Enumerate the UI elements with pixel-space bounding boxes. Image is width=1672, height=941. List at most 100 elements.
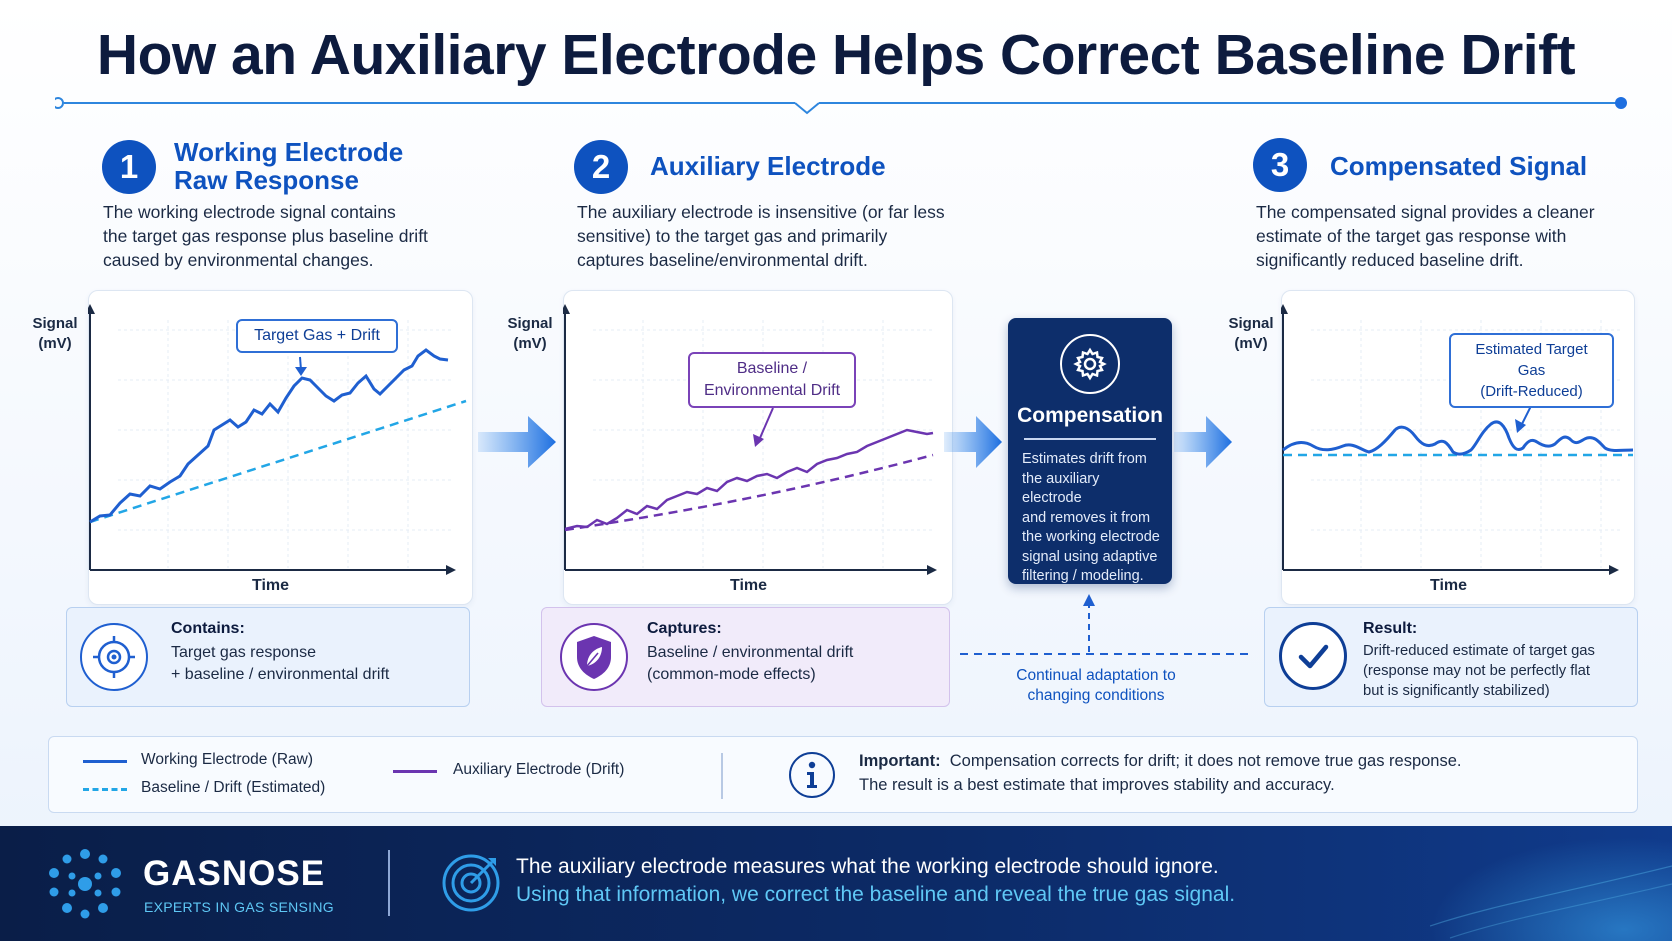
comp-line: the auxiliary electrode bbox=[1022, 470, 1100, 507]
working-electrode-signal bbox=[89, 348, 449, 524]
baseline-drift-line bbox=[89, 399, 467, 524]
y-label-line: Signal bbox=[1228, 315, 1274, 332]
footer-tagline-1: The auxiliary electrode measures what th… bbox=[516, 855, 1219, 878]
step-2-title: Auxiliary Electrode bbox=[650, 151, 886, 181]
y-label-line: Signal bbox=[32, 315, 78, 332]
callout-line: Baseline / bbox=[736, 360, 808, 377]
auxiliary-electrode-chart bbox=[563, 304, 937, 575]
chart-2-callout: Baseline / Environmental Drift bbox=[688, 352, 856, 408]
info-line: Baseline / environmental drift bbox=[647, 644, 854, 661]
y-axis-arrow bbox=[563, 304, 570, 314]
step-2-description: The auxiliary electrode is insensitive (… bbox=[577, 200, 997, 272]
footer-tagline-2: Using that information, we correct the b… bbox=[516, 883, 1236, 906]
adaptation-feedback-lines bbox=[960, 594, 1252, 655]
gear-icon bbox=[1060, 334, 1120, 394]
legend-item: Baseline / Drift (Estimated) bbox=[141, 779, 326, 796]
step-3-description: The compensated signal provides a cleane… bbox=[1256, 200, 1656, 272]
title-divider bbox=[55, 97, 1627, 115]
comp-line: the working electrode bbox=[1022, 529, 1160, 545]
working-electrode-chart bbox=[88, 304, 467, 575]
y-label-line: (mV) bbox=[513, 335, 547, 352]
decorative-wave bbox=[1430, 826, 1672, 941]
gasnose-logo-icon bbox=[49, 849, 121, 919]
flow-arrow-icon bbox=[944, 416, 1002, 468]
y-label-line: Signal bbox=[507, 315, 553, 332]
target-icon bbox=[80, 623, 148, 691]
page-title: How an Auxiliary Electrode Helps Correct… bbox=[96, 23, 1576, 87]
auxiliary-electrode-swatch bbox=[393, 770, 437, 773]
compensation-title: Compensation bbox=[1017, 404, 1163, 427]
comp-line: filtering / modeling. bbox=[1022, 568, 1144, 584]
step-1-number: 1 bbox=[102, 140, 156, 194]
chart-1-x-label: Time bbox=[252, 577, 290, 594]
info-text: Drift-reduced estimate of target gas (re… bbox=[1363, 641, 1595, 701]
flow-arrow-icon bbox=[1174, 416, 1232, 468]
callout-line: (Drift-Reduced) bbox=[1480, 383, 1583, 400]
x-axis-arrow bbox=[446, 565, 456, 575]
adaptation-label: Continual adaptation to changing conditi… bbox=[998, 666, 1194, 706]
compensation-description: Estimates drift from the auxiliary elect… bbox=[1022, 450, 1162, 587]
important-text: Compensation corrects for drift; it does… bbox=[949, 752, 1462, 770]
info-text: Baseline / environmental drift (common-m… bbox=[647, 642, 853, 686]
legend-panel: Working Electrode (Raw) Baseline / Drift… bbox=[48, 736, 1638, 813]
info-line: (response may not be perfectly flat bbox=[1363, 663, 1590, 679]
important-line-1: Important: Compensation corrects for dri… bbox=[859, 749, 1619, 773]
footer-banner: GASNOSE EXPERTS IN GAS SENSING The auxil… bbox=[0, 826, 1672, 941]
shield-leaf-icon bbox=[560, 623, 628, 691]
chart-3-callout: Estimated Target Gas (Drift-Reduced) bbox=[1449, 333, 1614, 408]
callout-line: Environmental Drift bbox=[703, 382, 841, 399]
desc-line: the target gas response plus baseline dr… bbox=[103, 226, 428, 246]
info-line: Drift-reduced estimate of target gas bbox=[1363, 643, 1595, 659]
chart-2-x-label: Time bbox=[730, 577, 768, 594]
compensation-panel: Compensation Estimates drift from the au… bbox=[1008, 318, 1172, 584]
desc-line: caused by environmental changes. bbox=[103, 250, 374, 270]
footer-divider bbox=[388, 850, 390, 916]
y-axis-arrow bbox=[88, 304, 95, 314]
adapt-line: Continual adaptation to bbox=[1016, 667, 1176, 684]
compensated-signal-chart bbox=[1281, 304, 1634, 575]
auxiliary-electrode-signal bbox=[564, 428, 934, 531]
step-3-title: Compensated Signal bbox=[1330, 151, 1588, 181]
desc-line: estimate of the target gas response with bbox=[1256, 226, 1567, 246]
desc-line: The auxiliary electrode is insensitive (… bbox=[577, 202, 945, 222]
info-line: Target gas response bbox=[171, 644, 316, 661]
x-axis-arrow bbox=[1609, 565, 1619, 575]
chart-1-y-label: Signal (mV) bbox=[30, 314, 80, 354]
step-1-description: The working electrode signal contains th… bbox=[103, 200, 503, 272]
important-note: Important: Compensation corrects for dri… bbox=[859, 749, 1619, 797]
checkmark-icon bbox=[1279, 622, 1347, 690]
info-head: Contains: bbox=[171, 620, 245, 637]
y-axis-arrow bbox=[1281, 304, 1288, 314]
y-label-line: (mV) bbox=[1234, 335, 1268, 352]
desc-line: The compensated signal provides a cleane… bbox=[1256, 202, 1595, 222]
chart-2-y-label: Signal (mV) bbox=[505, 314, 555, 354]
chart-3-y-label: Signal (mV) bbox=[1226, 314, 1276, 354]
comp-line: signal using adaptive bbox=[1022, 548, 1158, 565]
working-electrode-swatch bbox=[83, 760, 127, 763]
step-1-title: Working Electrode Raw Response bbox=[174, 138, 403, 194]
compensation-divider bbox=[1024, 438, 1156, 440]
comp-line: Estimates drift from bbox=[1022, 451, 1147, 467]
target-focus-icon bbox=[442, 854, 500, 912]
desc-line: captures baseline/environmental drift. bbox=[577, 250, 868, 270]
brand-name: GASNOSE bbox=[143, 854, 326, 893]
baseline-drift-swatch bbox=[83, 788, 127, 791]
info-text: Target gas response + baseline / environ… bbox=[171, 642, 389, 686]
step-2-number: 2 bbox=[574, 140, 628, 194]
legend-item: Auxiliary Electrode (Drift) bbox=[453, 761, 625, 778]
legend-divider bbox=[721, 753, 723, 799]
chart-1-callout: Target Gas + Drift bbox=[236, 319, 398, 353]
auxiliary-drift-trend bbox=[564, 453, 934, 532]
brand-tagline: EXPERTS IN GAS SENSING bbox=[144, 899, 334, 915]
x-axis-arrow bbox=[927, 565, 937, 575]
desc-line: sensitive) to the target gas and primari… bbox=[577, 226, 888, 246]
desc-line: The working electrode signal contains bbox=[103, 202, 396, 222]
step-1-title-line: Working Electrode bbox=[174, 137, 404, 167]
comp-line: and removes it from bbox=[1022, 509, 1151, 526]
info-line: (common-mode effects) bbox=[647, 666, 816, 683]
info-line: + baseline / environmental drift bbox=[171, 666, 390, 683]
compensated-signal bbox=[1282, 420, 1634, 456]
info-icon bbox=[789, 752, 835, 798]
contains-info-box: Contains: Target gas response + baseline… bbox=[66, 607, 470, 707]
chart-3-x-label: Time bbox=[1430, 577, 1468, 594]
